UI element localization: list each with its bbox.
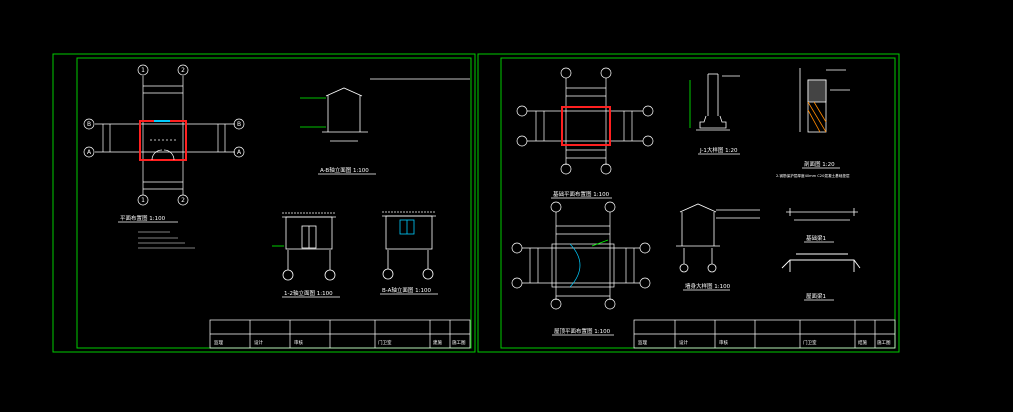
sheet-1-elevation-2 xyxy=(382,211,436,280)
sheet-2-section-title: 墙身大样图 1:100 xyxy=(685,282,731,290)
sheet-1-elevation-1 xyxy=(272,212,336,281)
sheet-2-footing-detail-title: J-1大样图 1:20 xyxy=(699,146,738,154)
sheet-2-section-view xyxy=(676,203,760,273)
grid-label-top-1: 1 xyxy=(141,67,145,74)
grid-label-left-a: A xyxy=(87,149,92,156)
sheet-2-tb-cell-c: 审核 xyxy=(719,339,728,346)
sheet-1-plan-title: 平面布置图 1:100 xyxy=(120,214,166,222)
grid-label-top-2: 2 xyxy=(181,67,185,74)
sheet-1-tb-cell-e: 建施 xyxy=(433,339,442,346)
sheet-1-elevation-1-title: 1-2轴立面图 1:100 xyxy=(284,289,333,297)
sheet-1-title-block-text: 监理 设计 审核 门卫室 建施 施工图 xyxy=(214,339,466,346)
grid-label-right-b: B xyxy=(237,121,241,128)
sheet-2-title-block xyxy=(633,319,896,349)
sheet-2-roof-plan-title: 屋顶平面布置图 1:100 xyxy=(554,327,611,335)
sheet-1-section-title: A-B轴立面图 1:100 xyxy=(320,166,369,174)
sheet-1-tb-cell-a: 监理 xyxy=(214,339,223,346)
grid-label-left-b: B xyxy=(87,121,91,128)
sheet-1-tb-cell-f: 施工图 xyxy=(452,339,466,346)
sheet-1-grid-bubbles xyxy=(83,64,245,206)
sheet-1-tb-cell-d: 门卫室 xyxy=(378,339,392,346)
grid-label-right-a: A xyxy=(237,149,242,156)
sheet-1-tb-cell-b: 设计 xyxy=(254,339,263,346)
sheet-2-tb-cell-e: 结施 xyxy=(858,339,867,346)
sheet-2-wall-detail-title: 剖面图 1:20 xyxy=(804,160,835,168)
sheet-2-foundation-plan xyxy=(516,67,654,175)
sheet-1-notes xyxy=(138,231,195,249)
sheet-2-tb-cell-f: 施工图 xyxy=(877,339,891,346)
sheet-2-tb-cell-d: 门卫室 xyxy=(803,339,817,346)
sheet-2-footing-detail xyxy=(689,73,740,131)
sheet-1-section-view xyxy=(300,78,470,142)
sheet-2-foundation-plan-title: 基础平面布置图 1:100 xyxy=(553,190,610,198)
sheet-2-beam-2 xyxy=(781,253,861,272)
sheet-2-wall-detail xyxy=(799,68,850,133)
grid-label-bottom-2: 2 xyxy=(181,197,185,204)
sheet-2-title-block-text: 监理 设计 审核 门卫室 结施 施工图 xyxy=(638,339,891,346)
sheet-1-elevation-2-title: B-A轴立面图 1:100 xyxy=(382,286,431,294)
sheet-2-beam-1-title: 基础梁1 xyxy=(806,234,826,242)
sheet-1-title-block xyxy=(209,319,471,349)
sheet-1-tb-cell-c: 审核 xyxy=(294,339,303,346)
sheet-2-beam-1 xyxy=(786,208,858,221)
sheet-2-beam-2-title: 屋面梁1 xyxy=(806,292,826,300)
sheet-1-grid-labels: 1 2 1 2 B A B A xyxy=(87,67,242,204)
sheet-2-tb-cell-b: 设计 xyxy=(679,339,688,346)
sheet-2-roof-plan xyxy=(511,201,651,310)
sheet-2-wall-detail-note: 2.钢筋保护层厚度40mm C20混凝土基础垫层 xyxy=(776,173,850,178)
sheet-1-floor-plan xyxy=(95,76,235,195)
grid-label-bottom-1: 1 xyxy=(141,197,145,204)
sheet-2-tb-cell-a: 监理 xyxy=(638,339,647,346)
